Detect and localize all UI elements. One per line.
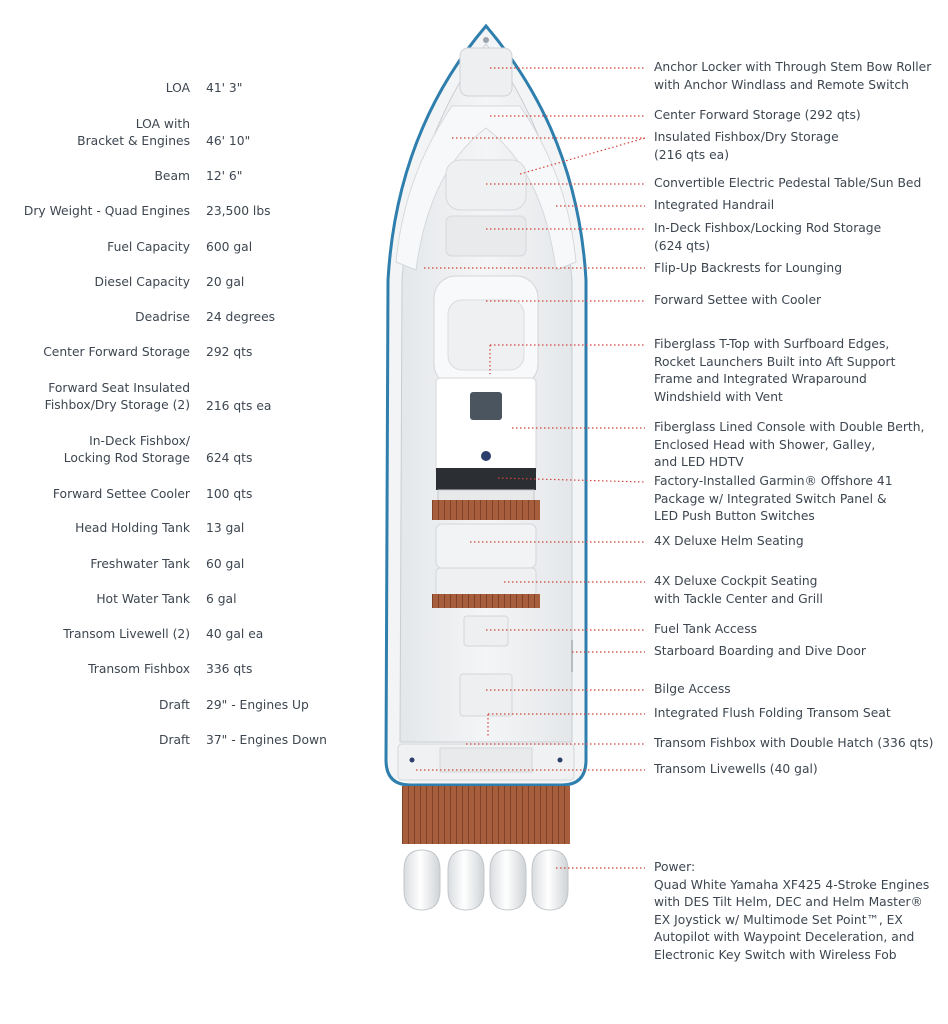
spec-value: 336 qts <box>206 662 253 676</box>
helm-electronics-panel <box>436 468 536 490</box>
callout-garmin-package: Factory-Installed Garmin® Offshore 41 Pa… <box>654 474 893 523</box>
spec-label: Fuel Capacity <box>107 240 190 254</box>
engine <box>489 849 527 911</box>
forward-lounge-seating <box>395 105 577 271</box>
callout-t-top: Fiberglass T-Top with Surfboard Edges, R… <box>654 337 896 404</box>
leader-line <box>519 137 646 175</box>
spec-label: Deadrise <box>135 310 190 324</box>
callout-dive-door: Starboard Boarding and Dive Door <box>654 644 866 658</box>
callout-console: Fiberglass Lined Console with Double Ber… <box>654 420 925 469</box>
spec-label: Dry Weight - Quad Engines <box>23 204 190 218</box>
spec-label: Draft <box>159 733 190 747</box>
callout-power: Power: Quad White Yamaha XF425 4-Stroke … <box>654 860 930 962</box>
spec-value: 12' 6" <box>206 169 243 183</box>
callout-fuel-tank-access: Fuel Tank Access <box>654 622 758 636</box>
transom-fishbox <box>439 747 533 773</box>
spec-value: 624 qts <box>206 451 253 465</box>
spec-label: Center Forward Storage <box>43 345 190 359</box>
engine <box>403 849 441 911</box>
spec-value: 41' 3" <box>206 81 243 95</box>
bow-roller <box>483 37 489 43</box>
callout-leader-lines <box>416 67 646 869</box>
spec-label: Diesel Capacity <box>94 275 191 289</box>
spec-label: Draft <box>159 698 190 712</box>
callout-helm-seating: 4X Deluxe Helm Seating <box>654 534 804 548</box>
spec-label: Transom Livewell (2) <box>63 627 190 641</box>
callout-pedestal-table: Convertible Electric Pedestal Table/Sun … <box>654 176 922 190</box>
livewell-fill <box>557 757 563 763</box>
fuel-tank-hatch <box>463 615 509 647</box>
callout-transom-fishbox: Transom Fishbox with Double Hatch (336 q… <box>654 736 934 750</box>
spec-value: 6 gal <box>206 592 237 606</box>
spec-value: 292 qts <box>206 345 253 359</box>
callout-flip-up-backrests: Flip-Up Backrests for Lounging <box>654 261 842 275</box>
spec-value: 100 qts <box>206 487 253 501</box>
spec-value: 24 degrees <box>206 310 276 324</box>
engine <box>531 849 569 911</box>
spec-label: Beam <box>154 169 190 183</box>
spec-label: Forward Seat Insulated Fishbox/Dry Stora… <box>44 381 190 412</box>
spec-value: 600 gal <box>206 240 253 254</box>
spec-value: 23,500 lbs <box>206 204 271 218</box>
engine <box>447 849 485 911</box>
callout-center-forward-storage: Center Forward Storage (292 qts) <box>654 108 861 122</box>
console-hatch <box>470 392 502 420</box>
spec-value: 13 gal <box>206 521 245 535</box>
callout-forward-settee: Forward Settee with Cooler <box>654 293 822 307</box>
callout-in-deck-fishbox: In-Deck Fishbox/Locking Rod Storage (624… <box>654 221 882 253</box>
spec-value: 20 gal <box>206 275 245 289</box>
spec-value: 40 gal ea <box>206 627 264 641</box>
bilge-hatch <box>459 673 513 717</box>
pedestal-table <box>445 159 527 211</box>
spec-label: LOA <box>165 81 190 95</box>
spec-value: 46' 10" <box>206 134 251 148</box>
callout-transom-livewells: Transom Livewells (40 gal) <box>654 762 818 776</box>
anchor-locker-hatch <box>459 47 513 97</box>
leader-line <box>497 477 646 483</box>
callout-integrated-handrail: Integrated Handrail <box>654 198 775 212</box>
tackle-center-teak <box>432 594 540 608</box>
spec-value: 216 qts ea <box>206 399 272 413</box>
swim-platform-teak <box>402 786 570 844</box>
callout-transom-seat: Integrated Flush Folding Transom Seat <box>654 706 891 720</box>
spec-label: Hot Water Tank <box>96 592 190 606</box>
in-deck-fishbox-hatch <box>445 215 527 257</box>
spec-label: Head Holding Tank <box>75 521 190 535</box>
spec-label: Forward Settee Cooler <box>52 487 190 501</box>
console-vent <box>481 451 491 461</box>
settee-cushion <box>447 299 525 371</box>
spec-value: 37" - Engines Down <box>206 733 327 747</box>
spec-label: Transom Fishbox <box>88 662 190 676</box>
livewell-fill <box>409 757 415 763</box>
helm-seating <box>435 523 537 569</box>
outboard-engines <box>403 849 569 911</box>
callout-anchor-locker: Anchor Locker with Through Stem Bow Roll… <box>654 60 932 92</box>
callout-cockpit-seating: 4X Deluxe Cockpit Seating with Tackle Ce… <box>654 574 823 606</box>
spec-value: 29" - Engines Up <box>206 698 309 712</box>
callout-insulated-fishbox: Insulated Fishbox/Dry Storage (216 qts e… <box>654 130 839 162</box>
spec-label: In-Deck Fishbox/ Locking Rod Storage <box>63 434 190 465</box>
spec-value: 60 gal <box>206 557 245 571</box>
spec-label: LOA with Bracket & Engines <box>77 117 190 148</box>
helm-footrest-teak <box>432 500 540 520</box>
callout-bilge-access: Bilge Access <box>654 682 731 696</box>
spec-label: Freshwater Tank <box>90 557 190 571</box>
